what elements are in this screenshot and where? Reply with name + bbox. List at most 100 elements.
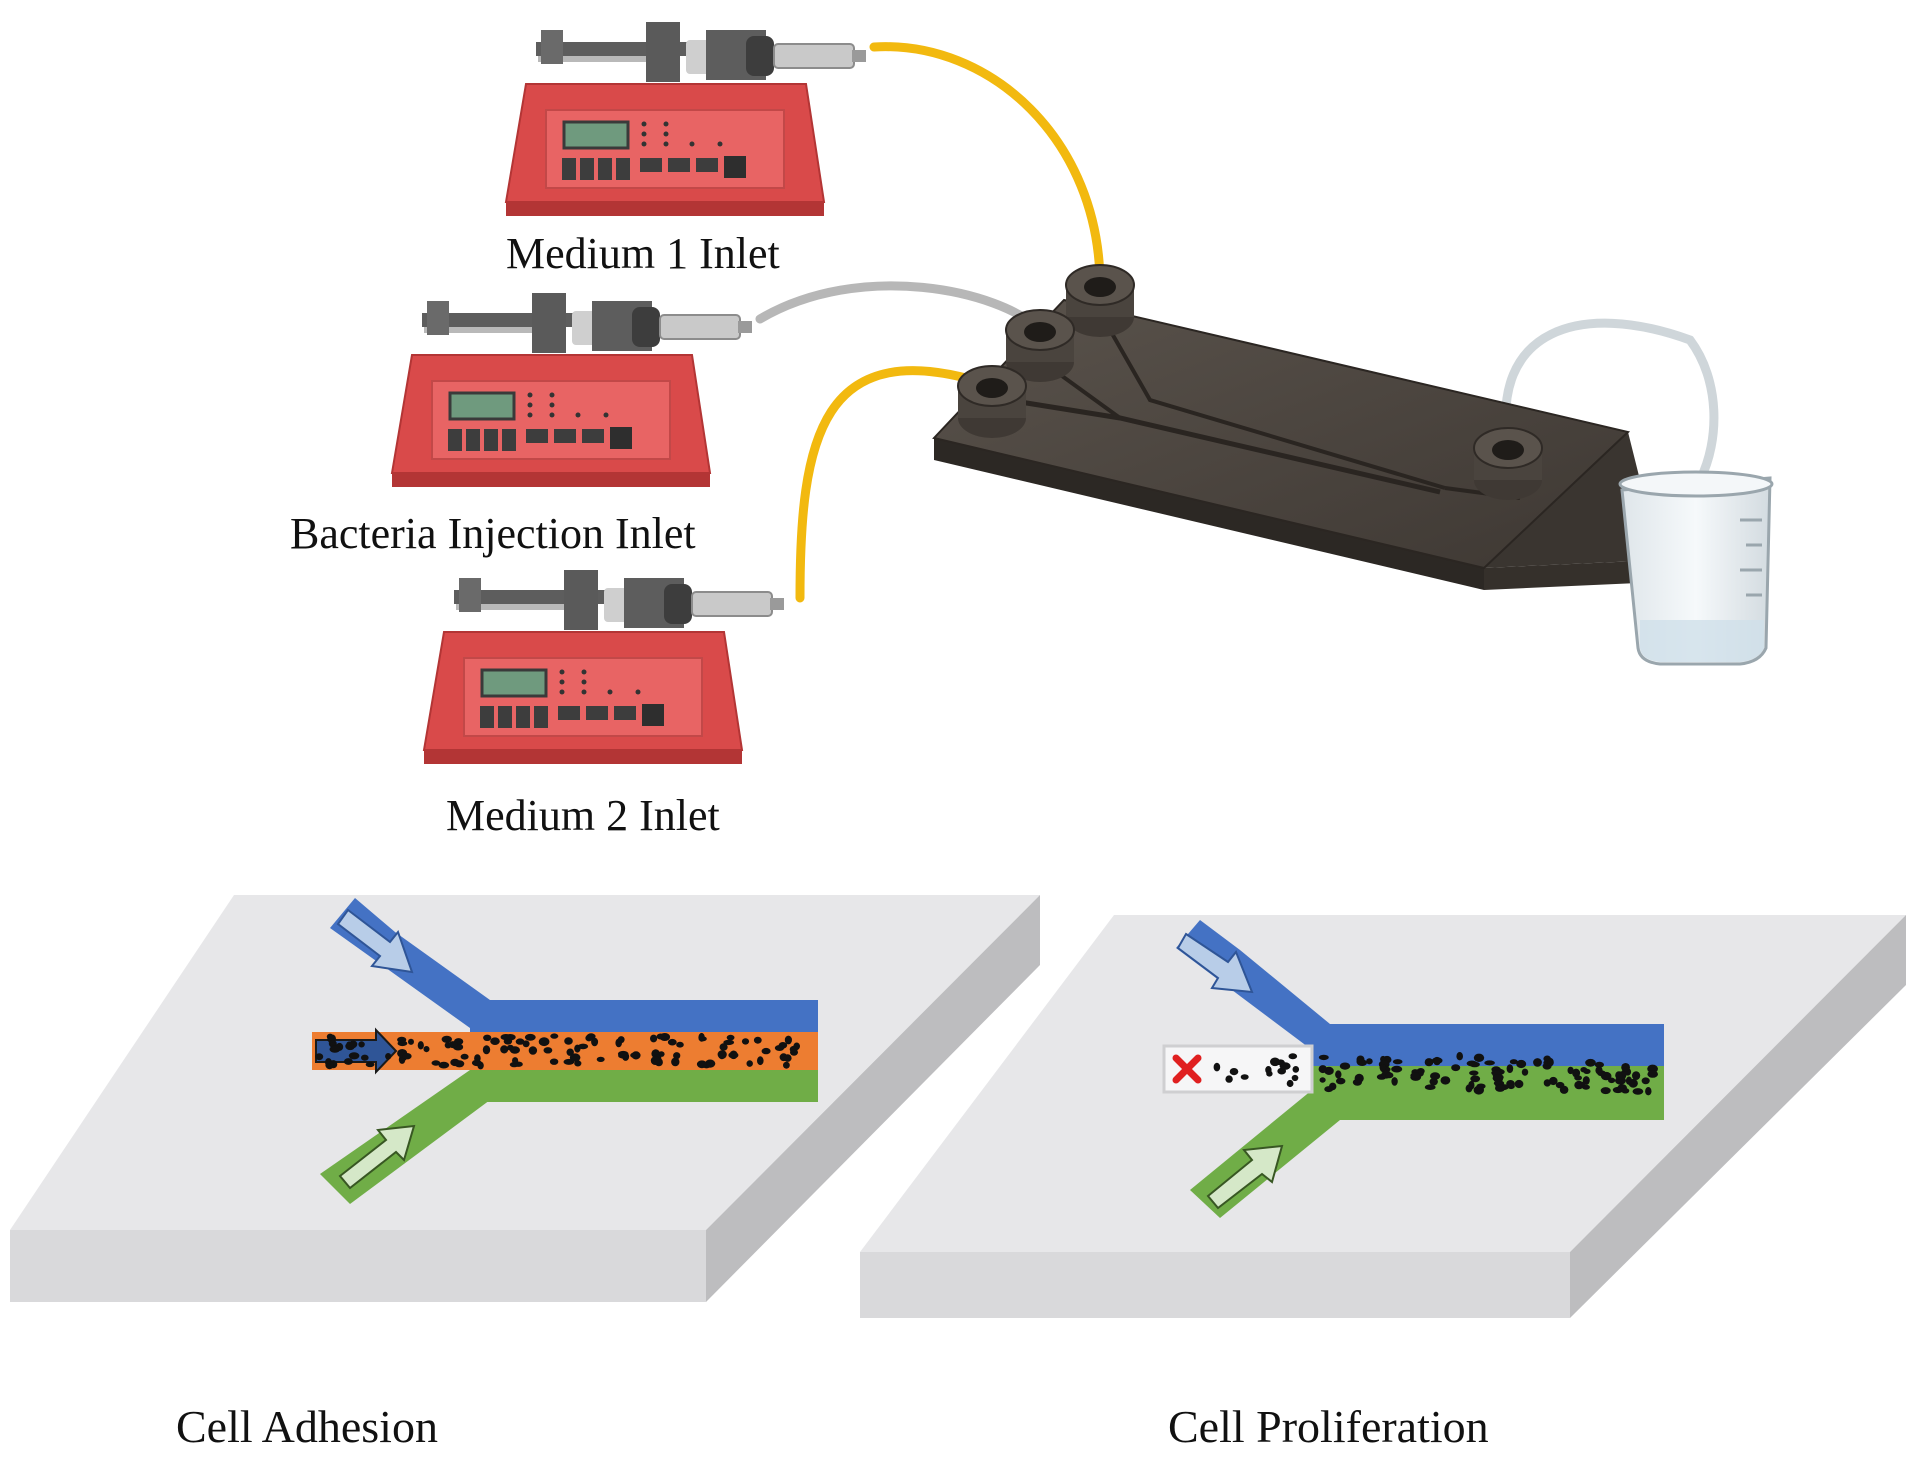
- bacteria-dot: [1385, 1072, 1394, 1079]
- bacteria-dot: [753, 1036, 762, 1044]
- slab-front: [860, 1252, 1570, 1318]
- bacteria-dot: [438, 1061, 450, 1069]
- bacteria-dot: [509, 1046, 520, 1054]
- syringe-pump-icon: [390, 291, 754, 489]
- bacteria-dot: [1424, 1084, 1436, 1090]
- bacteria-dot: [659, 1033, 671, 1041]
- bacteria-dot: [719, 1043, 728, 1051]
- bacteria-dot: [1391, 1065, 1403, 1073]
- bacteria-dot: [1484, 1060, 1495, 1066]
- bacteria-dot: [1356, 1057, 1365, 1066]
- bacteria-dot: [474, 1054, 481, 1063]
- bacteria-dot: [1549, 1076, 1558, 1086]
- bacteria-dot: [1339, 1062, 1351, 1070]
- bacteria-dot: [549, 1058, 559, 1065]
- bacteria-dot: [1392, 1059, 1403, 1065]
- bacteria-dot: [365, 1061, 375, 1068]
- bacteria-dot: [441, 1035, 452, 1043]
- bacteria-dot: [1473, 1053, 1485, 1063]
- bacteria-dot: [1495, 1084, 1506, 1092]
- bacteria-dot: [1469, 1061, 1480, 1068]
- bacteria-dot: [757, 1056, 764, 1066]
- bacteria-dot: [417, 1041, 424, 1050]
- bacteria-dot: [315, 1053, 324, 1061]
- label-bacteria-injection-inlet: Bacteria Injection Inlet: [290, 509, 696, 558]
- bacteria-dot: [1329, 1082, 1337, 1091]
- bacteria-dot: [385, 1053, 392, 1060]
- bacteria-dot: [543, 1047, 553, 1054]
- bacteria-dot: [1506, 1080, 1515, 1088]
- label-medium2-inlet: Medium 2 Inlet: [446, 791, 720, 840]
- bacteria-dot: [591, 1037, 599, 1047]
- bacteria-dot: [1521, 1068, 1529, 1076]
- bacteria-dot: [1366, 1058, 1373, 1065]
- label-medium1-inlet: Medium 1 Inlet: [506, 229, 780, 278]
- syringe-pump-medium2: [422, 568, 786, 766]
- bacteria-dot: [1391, 1077, 1398, 1086]
- bacteria-dot: [343, 1058, 353, 1065]
- bacteria-dot: [348, 1052, 360, 1060]
- medium2-channel: [1312, 1066, 1664, 1120]
- bacteria-dot: [1516, 1059, 1527, 1069]
- bacteria-dot: [789, 1045, 798, 1053]
- blocked-cross-icon: [1172, 1054, 1202, 1084]
- bacteria-dot: [528, 1046, 538, 1055]
- bacteria-dot: [1493, 1074, 1504, 1081]
- bacteria-dot: [1585, 1058, 1596, 1067]
- bacteria-dot: [1615, 1071, 1623, 1080]
- bacteria-dot: [1318, 1054, 1329, 1061]
- flow-arrow-icon: [1176, 932, 1254, 994]
- bacteria-dot: [1451, 1064, 1461, 1072]
- bacteria-dot: [617, 1036, 625, 1044]
- bacteria-dot: [1319, 1077, 1326, 1083]
- bacteria-dot: [1514, 1079, 1524, 1089]
- bacteria-dot: [408, 1038, 414, 1045]
- bacteria-dot: [1354, 1073, 1364, 1083]
- bacteria-dot: [431, 1060, 441, 1066]
- syringe-pump-icon: [504, 20, 868, 218]
- slab-side: [706, 895, 1040, 1302]
- bacteria-dot: [1240, 1074, 1249, 1080]
- bacteria-dot: [1286, 1079, 1294, 1088]
- bacteria-dot: [454, 1060, 465, 1068]
- bacteria-dot: [698, 1032, 705, 1042]
- bacteria-dot: [784, 1035, 793, 1045]
- bacteria-dot: [1336, 1077, 1346, 1085]
- bacteria-dot: [585, 1034, 593, 1042]
- bacteria-dot: [1567, 1066, 1574, 1075]
- bacteria-dot: [500, 1034, 511, 1041]
- bacteria-dot: [783, 1054, 792, 1062]
- bacteria-dot: [717, 1050, 727, 1059]
- cell-adhesion-panel: [10, 895, 1040, 1302]
- beaker-icon: [1618, 470, 1774, 666]
- bacteria-dot: [1270, 1057, 1280, 1067]
- bacteria-dot: [423, 1046, 430, 1053]
- bacteria-dot: [482, 1045, 491, 1055]
- bacteria-dot: [1547, 1058, 1554, 1067]
- bacteria-dot: [578, 1043, 589, 1050]
- bacteria-dot: [1647, 1070, 1658, 1078]
- bacteria-dot: [618, 1052, 629, 1059]
- bacteria-dot: [522, 1040, 530, 1048]
- bacteria-dot: [1470, 1075, 1481, 1083]
- bacteria-dot: [524, 1033, 536, 1041]
- bacteria-dot: [538, 1037, 550, 1047]
- bacteria-dot: [1229, 1068, 1239, 1076]
- bacteria-dots: [1213, 1052, 1658, 1096]
- bacteria-dot: [1424, 1058, 1434, 1067]
- bacteria-dot: [1288, 1053, 1298, 1060]
- bacteria-dot: [460, 1053, 469, 1060]
- syringe-pump-icon: [422, 568, 786, 766]
- bacteria-dot: [596, 1056, 605, 1062]
- bacteria-dot: [1440, 1076, 1451, 1085]
- bacteria-dot: [574, 1060, 582, 1067]
- bacteria-dot: [728, 1052, 739, 1059]
- bacteria-dot: [671, 1057, 680, 1067]
- bacteria-dot: [1621, 1088, 1630, 1094]
- bacteria-dot: [1621, 1063, 1630, 1072]
- bacteria-dot: [1473, 1085, 1485, 1095]
- bacteria-dot: [500, 1045, 509, 1054]
- medium1-channel: [1312, 1024, 1664, 1066]
- flow-arrow-icon: [336, 908, 414, 974]
